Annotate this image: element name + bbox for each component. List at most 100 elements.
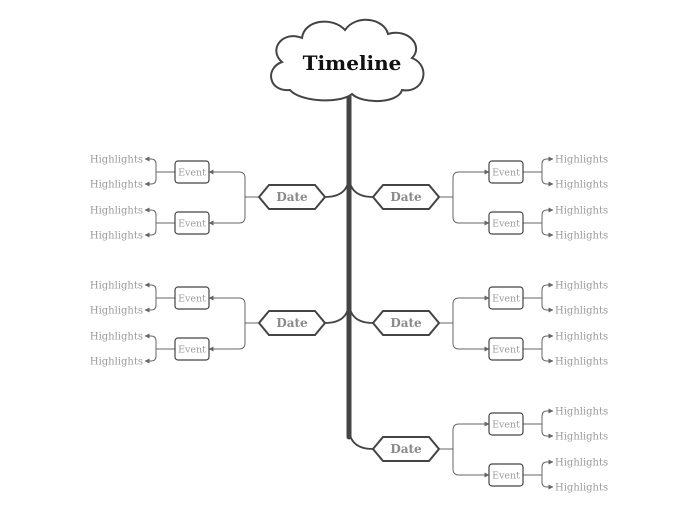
date-node[interactable]: Date bbox=[371, 184, 441, 210]
event-label: Event bbox=[178, 345, 206, 356]
event-label: Event bbox=[492, 168, 520, 179]
event-connector bbox=[208, 169, 246, 197]
event-label: Event bbox=[492, 471, 520, 482]
highlight-connector bbox=[541, 408, 554, 424]
date-hexagon-shape bbox=[371, 436, 441, 462]
date-branch: DateEventHighlightsHighlightsEventHighli… bbox=[90, 281, 327, 368]
highlight-connector bbox=[144, 223, 157, 238]
highlight-connector bbox=[144, 207, 157, 223]
event-box bbox=[174, 286, 210, 310]
connector-lines bbox=[144, 93, 554, 490]
date-hexagon-shape bbox=[257, 310, 327, 336]
highlight-label: Highlights bbox=[90, 155, 143, 166]
highlight-label: Highlights bbox=[555, 483, 608, 494]
highlight-connector bbox=[541, 207, 554, 223]
spine-to-date-connector bbox=[324, 300, 350, 324]
date-label: Date bbox=[276, 316, 308, 330]
event-box bbox=[488, 286, 524, 310]
event-label: Event bbox=[492, 345, 520, 356]
event-box bbox=[488, 337, 524, 361]
date-hexagon-shape bbox=[371, 184, 441, 210]
highlight-connector bbox=[541, 282, 554, 298]
event-connector bbox=[208, 197, 246, 226]
event-connector bbox=[452, 169, 490, 197]
highlight-connector bbox=[541, 223, 554, 238]
central-topic-title: Timeline bbox=[303, 51, 402, 75]
highlight-connector bbox=[144, 298, 157, 313]
highlight-label: Highlights bbox=[555, 332, 608, 343]
highlight-connector bbox=[541, 298, 554, 313]
highlight-label: Highlights bbox=[555, 458, 608, 469]
highlight-connector bbox=[144, 349, 157, 364]
event-connector bbox=[452, 449, 490, 478]
cloud-shape bbox=[270, 18, 425, 103]
highlight-connector bbox=[541, 459, 554, 475]
highlight-label: Highlights bbox=[555, 357, 608, 368]
date-branch: DateEventHighlightsHighlightsEventHighli… bbox=[371, 155, 608, 242]
date-node[interactable]: Date bbox=[257, 184, 327, 210]
event-connector bbox=[452, 323, 490, 352]
highlight-connector bbox=[144, 172, 157, 187]
date-label: Date bbox=[390, 190, 422, 204]
highlight-label: Highlights bbox=[90, 231, 143, 242]
date-node[interactable]: Date bbox=[257, 310, 327, 336]
event-label: Event bbox=[178, 168, 206, 179]
event-label: Event bbox=[492, 219, 520, 230]
topic-nodes: DateEventHighlightsHighlightsEventHighli… bbox=[90, 155, 608, 494]
date-label: Date bbox=[276, 190, 308, 204]
spine-to-date-connector bbox=[348, 426, 374, 450]
highlight-label: Highlights bbox=[555, 306, 608, 317]
highlight-label: Highlights bbox=[555, 407, 608, 418]
highlight-connector bbox=[144, 156, 157, 172]
event-box bbox=[488, 412, 524, 436]
highlight-label: Highlights bbox=[555, 206, 608, 217]
event-box bbox=[174, 160, 210, 184]
highlight-connector bbox=[541, 333, 554, 349]
central-topic[interactable]: Timeline bbox=[270, 18, 425, 103]
event-box bbox=[488, 463, 524, 487]
highlight-label: Highlights bbox=[90, 206, 143, 217]
highlight-connector bbox=[541, 156, 554, 172]
date-label: Date bbox=[390, 316, 422, 330]
spine-to-date-connector bbox=[348, 174, 374, 198]
event-connector bbox=[452, 421, 490, 449]
spine-to-date-connector bbox=[348, 300, 374, 324]
date-hexagon-shape bbox=[371, 310, 441, 336]
highlight-label: Highlights bbox=[555, 155, 608, 166]
event-connector bbox=[452, 197, 490, 226]
event-connector bbox=[452, 295, 490, 323]
highlight-label: Highlights bbox=[555, 231, 608, 242]
event-label: Event bbox=[178, 219, 206, 230]
event-label: Event bbox=[178, 294, 206, 305]
highlight-label: Highlights bbox=[90, 357, 143, 368]
highlight-label: Highlights bbox=[90, 332, 143, 343]
spine-to-date-connector bbox=[324, 174, 350, 198]
highlight-label: Highlights bbox=[90, 180, 143, 191]
highlight-connector bbox=[541, 424, 554, 439]
highlight-connector bbox=[144, 333, 157, 349]
date-node[interactable]: Date bbox=[371, 436, 441, 462]
event-connector bbox=[208, 323, 246, 352]
event-box bbox=[174, 211, 210, 235]
highlight-connector bbox=[541, 349, 554, 364]
date-node[interactable]: Date bbox=[371, 310, 441, 336]
date-branch: DateEventHighlightsHighlightsEventHighli… bbox=[371, 407, 608, 494]
event-label: Event bbox=[492, 420, 520, 431]
date-branch: DateEventHighlightsHighlightsEventHighli… bbox=[371, 281, 608, 368]
event-box bbox=[488, 160, 524, 184]
event-label: Event bbox=[492, 294, 520, 305]
highlight-connector bbox=[144, 282, 157, 298]
date-hexagon-shape bbox=[257, 184, 327, 210]
event-connector bbox=[208, 295, 246, 323]
